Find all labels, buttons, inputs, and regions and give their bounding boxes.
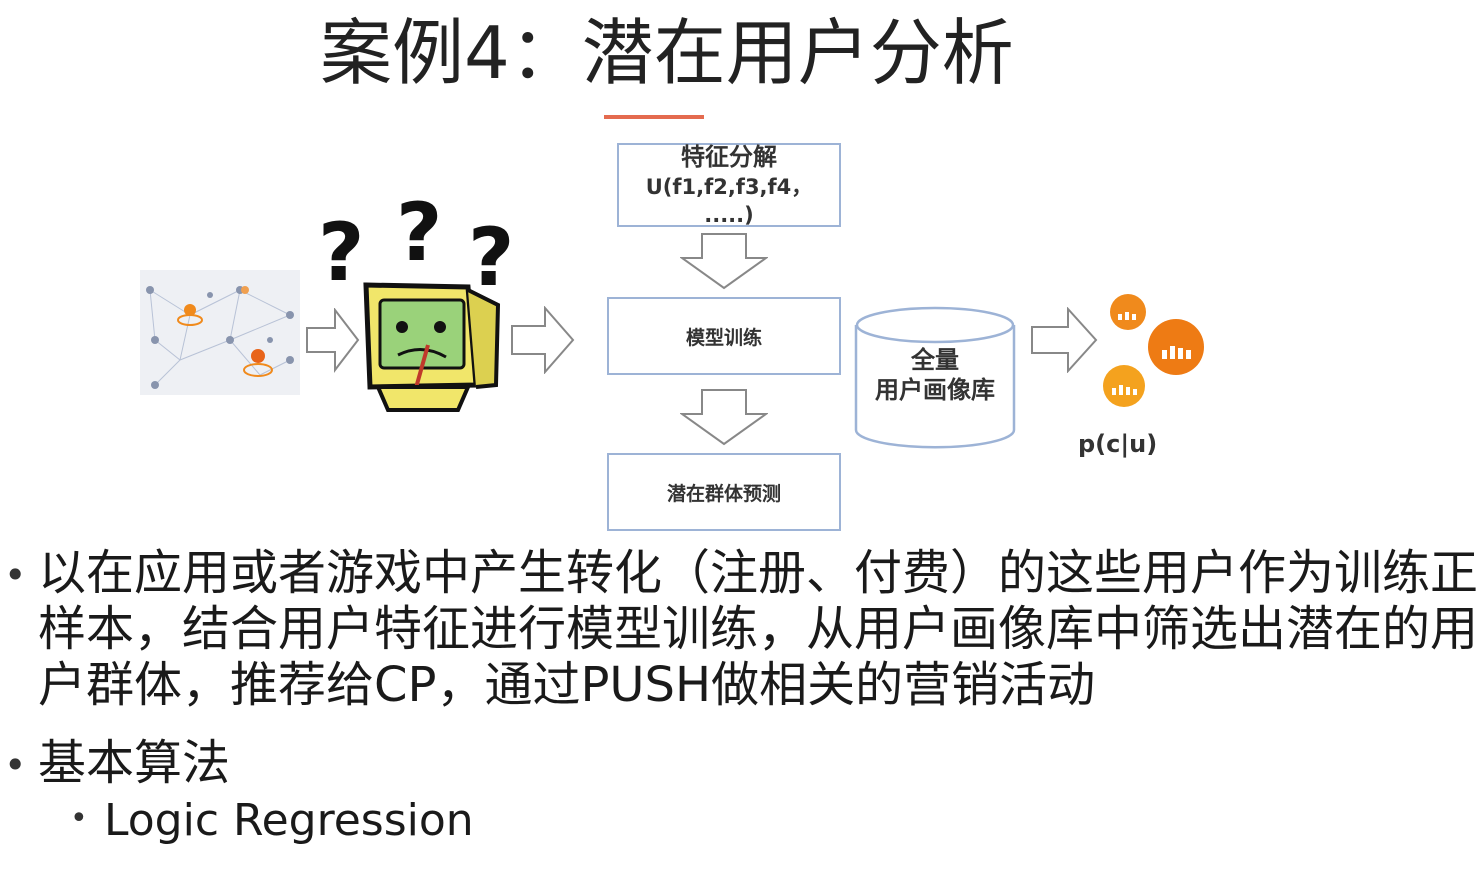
svg-text:?: ? bbox=[468, 211, 514, 304]
svg-text:?: ? bbox=[396, 195, 442, 279]
latent-group-prediction-box: 潜在群体预测 bbox=[607, 453, 841, 531]
probability-label: p(c|u) bbox=[1078, 430, 1158, 458]
bullet-dot: • bbox=[4, 743, 27, 787]
arrow-right-icon bbox=[511, 306, 575, 374]
feature-decomposition-box: 特征分解 U(f1,f2,f3,f4， .....) bbox=[617, 143, 841, 227]
title-underline bbox=[604, 115, 704, 119]
svg-text:?: ? bbox=[318, 206, 364, 299]
arrow-down-icon bbox=[680, 389, 768, 446]
sub-bullet-dot: • bbox=[70, 801, 88, 836]
confused-computer-image: ? ? ? bbox=[318, 195, 514, 412]
database-label: 全量 用户画像库 bbox=[855, 345, 1015, 405]
arrow-right-icon bbox=[306, 308, 360, 373]
page-title: 案例4：潜在用户分析 bbox=[320, 11, 1014, 95]
feature-box-title: 特征分解 bbox=[681, 143, 777, 171]
model-training-label: 模型训练 bbox=[685, 326, 762, 349]
user-network-image bbox=[140, 270, 300, 395]
arrow-right-icon bbox=[1031, 307, 1098, 373]
bullet-item-algorithm: 基本算法 bbox=[38, 735, 231, 791]
prediction-label: 潜在群体预测 bbox=[666, 482, 781, 505]
database-label-line1: 全量 bbox=[911, 346, 959, 374]
user-groups-icon bbox=[1103, 294, 1204, 407]
arrow-down-icon bbox=[680, 233, 768, 290]
model-training-box: 模型训练 bbox=[607, 297, 841, 375]
database-label-line2: 用户画像库 bbox=[875, 376, 995, 404]
user-profile-database-icon bbox=[854, 306, 1016, 449]
bullet-item-description: 以在应用或者游戏中产生转化（注册、付费）的这些用户作为训练正样本，结合用户特征进… bbox=[38, 545, 1479, 713]
bullet-dot: • bbox=[4, 553, 27, 597]
feature-box-formula: U(f1,f2,f3,f4， .....) bbox=[645, 175, 813, 227]
sub-bullet-logic-regression: Logic Regression bbox=[104, 795, 474, 846]
